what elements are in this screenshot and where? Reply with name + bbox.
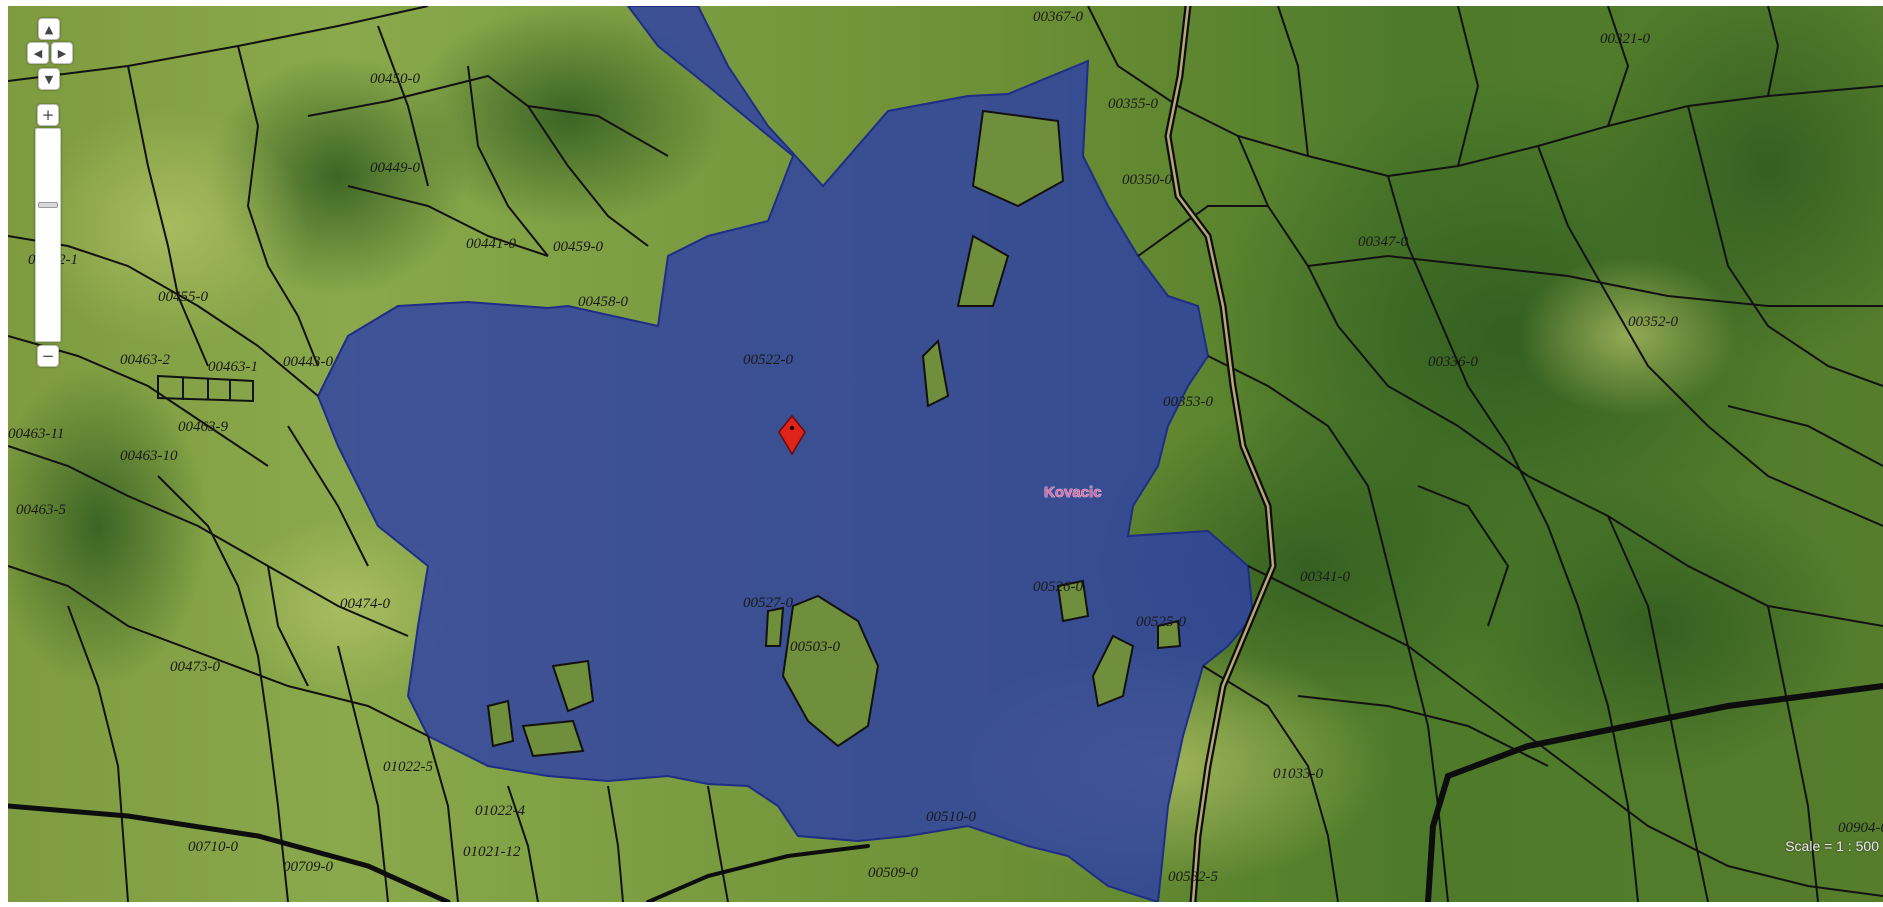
- parcel-label: 00463-10: [120, 448, 178, 464]
- parcel-label: 00449-0: [370, 160, 420, 176]
- parcel-label: 01022-5: [383, 759, 433, 775]
- parcel-label: 00525-0: [1136, 614, 1186, 630]
- parcel-label: 00458-0: [578, 294, 628, 310]
- map-viewport[interactable]: 00450-0 00449-0 00455-0 00462-1 00463-2 …: [8, 6, 1883, 902]
- parcel-label: 00526-0: [1033, 579, 1083, 595]
- parcel-label: 00455-0: [158, 289, 208, 305]
- pan-right-button[interactable]: ▶: [51, 42, 73, 64]
- flood-area-polygon[interactable]: [316, 6, 1255, 902]
- pan-down-button[interactable]: ▼: [38, 68, 60, 90]
- place-label[interactable]: Kovacic: [1044, 484, 1102, 502]
- parcel-label: 00347-0: [1358, 234, 1408, 250]
- parcel-label: 00321-0: [1600, 31, 1650, 47]
- roads: [8, 6, 1883, 902]
- zoom-in-button[interactable]: +: [37, 104, 59, 126]
- parcel-label: 00710-0: [188, 839, 238, 855]
- zoom-out-button[interactable]: −: [37, 345, 59, 367]
- parcel-label: 00463-9: [178, 419, 228, 435]
- parcel-label: 00463-1: [208, 359, 258, 375]
- parcel-label: 00473-0: [170, 659, 220, 675]
- parcel-label: 00353-0: [1163, 394, 1213, 410]
- parcel-label: 00336-0: [1428, 354, 1478, 370]
- parcel-label: 00341-0: [1300, 569, 1350, 585]
- parcel-label: 00904-0: [1838, 820, 1883, 836]
- parcel-label: 00352-0: [1628, 314, 1678, 330]
- parcel-label: 00510-0: [926, 809, 976, 825]
- zoom-slider-handle[interactable]: [38, 202, 58, 209]
- parcel-label: 00527-0: [743, 595, 793, 611]
- parcel-label: 00463-2: [120, 352, 170, 368]
- parcel-label: 00459-0: [553, 239, 603, 255]
- pan-left-button[interactable]: ◀: [27, 42, 49, 64]
- parcel-label: 00709-0: [283, 859, 333, 875]
- parcel-label: 00509-0: [868, 865, 918, 881]
- parcel-label: 01021-12: [463, 844, 521, 860]
- parcel-label: 00503-0: [790, 639, 840, 655]
- parcel-label: 00474-0: [340, 596, 390, 612]
- parcel-label: 01033-0: [1273, 766, 1323, 782]
- parcel-label: 00463-5: [16, 502, 66, 518]
- parcel-label: 00532-5: [1168, 869, 1218, 885]
- parcel-label: 00441-0: [466, 236, 516, 252]
- parcel-label: 00463-11: [8, 426, 64, 442]
- parcel-label: 00522-0: [743, 352, 793, 368]
- map-scale-label: Scale = 1 : 500: [1785, 838, 1879, 854]
- parcel-label: 00443-0: [283, 354, 333, 370]
- parcel-label: 00350-0: [1122, 172, 1172, 188]
- zoom-slider[interactable]: [35, 128, 61, 342]
- parcel-label: 00355-0: [1108, 96, 1158, 112]
- parcel-boundaries: [8, 6, 1883, 902]
- pan-up-button[interactable]: ▲: [38, 18, 60, 40]
- parcel-label: 00367-0: [1033, 9, 1083, 25]
- parcel-label: 00450-0: [370, 71, 420, 87]
- aerial-map-canvas[interactable]: 00450-0 00449-0 00455-0 00462-1 00463-2 …: [8, 6, 1883, 902]
- dry-islands: [486, 109, 1182, 758]
- parcel-labels: 00450-0 00449-0 00455-0 00462-1 00463-2 …: [8, 9, 1883, 885]
- parcel-label: 01022-4: [475, 803, 525, 819]
- map-pin-icon[interactable]: [778, 414, 806, 456]
